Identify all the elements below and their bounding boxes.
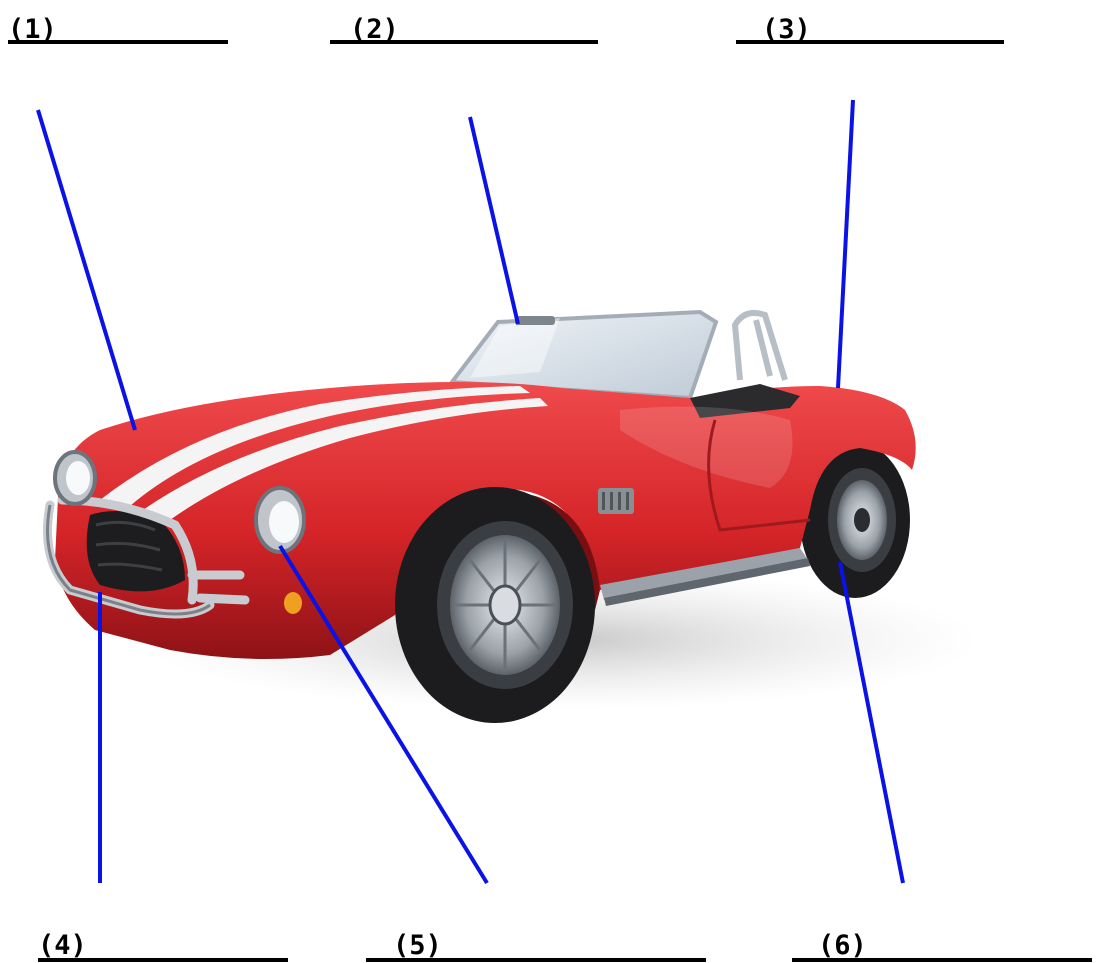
car-illustration xyxy=(43,309,980,723)
answer-blank-4[interactable] xyxy=(38,958,288,962)
pointer-line-6 xyxy=(838,561,905,884)
roll-bar xyxy=(731,310,788,381)
pointer-line-1 xyxy=(36,109,137,431)
label-5: (5) xyxy=(393,930,442,961)
answer-blank-2[interactable] xyxy=(330,40,598,44)
label-6: (6) xyxy=(818,930,867,961)
headlight-left xyxy=(53,450,97,506)
pointer-line-2 xyxy=(468,116,520,325)
label-2: (2) xyxy=(350,14,399,45)
answer-blank-1[interactable] xyxy=(8,40,228,44)
answer-blank-3[interactable] xyxy=(736,40,1004,44)
answer-blank-6[interactable] xyxy=(792,958,1092,962)
turn-signal xyxy=(284,592,302,614)
front-wheel xyxy=(395,487,595,723)
rear-wheel xyxy=(800,442,910,598)
pointer-line-3 xyxy=(836,99,855,389)
pointer-lines xyxy=(36,99,905,885)
cockpit xyxy=(690,384,800,418)
side-vent xyxy=(598,488,634,514)
answer-blank-5[interactable] xyxy=(366,958,706,962)
front-grille xyxy=(86,511,185,592)
racing-stripes xyxy=(100,386,548,520)
door-outline xyxy=(707,419,811,532)
side-exhaust xyxy=(600,548,810,606)
label-4: (4) xyxy=(38,930,87,961)
label-1: (1) xyxy=(8,14,57,45)
label-3: (3) xyxy=(762,14,811,45)
headlight-right xyxy=(254,486,306,554)
pointer-line-5 xyxy=(278,544,489,885)
windshield xyxy=(448,309,719,401)
